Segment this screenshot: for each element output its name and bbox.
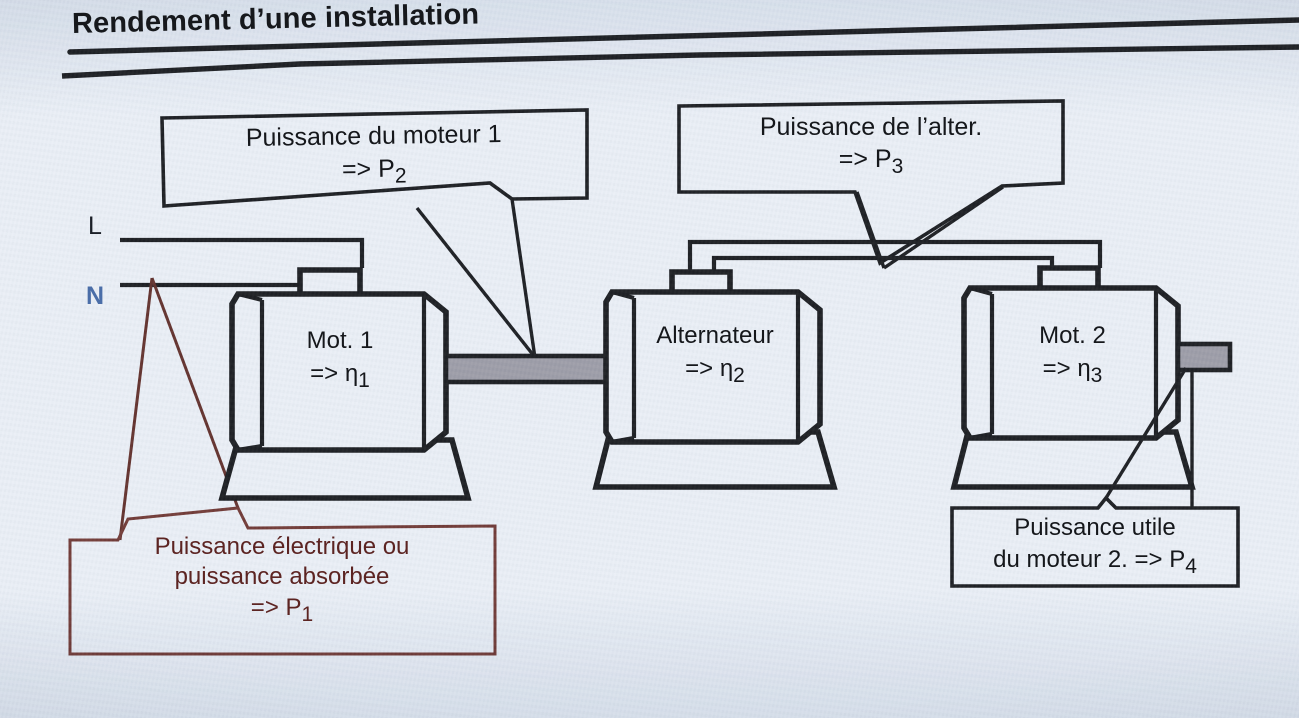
callout-absorbed-power-subscript: 1 — [301, 602, 314, 626]
machine-label-motor-2: Mot. 2 => η3 — [985, 322, 1160, 388]
callout-motor1-power-prefix: => P — [341, 154, 395, 184]
callout-absorbed-power-line2: puissance absorbée — [174, 562, 390, 590]
motor-1-name: Mot. 1 — [306, 327, 374, 354]
machine-motor-1 — [218, 267, 472, 501]
motor-2-eff-prefix: => η — [1042, 354, 1091, 382]
machine-label-alternator: Alternateur => η2 — [620, 322, 810, 388]
callout-motor1-power-text: Puissance du moteur 1 => P2 — [167, 119, 580, 193]
callout-motor1-power-shape — [160, 108, 589, 359]
motor-1-efficiency: => η1 — [250, 360, 430, 393]
alternator-eff-subscript: 2 — [733, 363, 745, 387]
callout-absorbed-power-shape — [68, 506, 497, 656]
callout-alternator-power-line1: Puissance de l’alter. — [759, 113, 983, 141]
callout-absorbed-power-line3: => P1 — [78, 594, 486, 627]
callout-absorbed-power-line1: Puissance électrique ou — [154, 533, 410, 560]
callout-absorbed-power-prefix: => P — [250, 593, 302, 621]
callout-absorbed-power-text: Puissance électrique ou puissance absorb… — [78, 533, 486, 627]
absorbed-power-leaders — [118, 277, 240, 541]
alternator-efficiency: => η2 — [620, 355, 810, 388]
machine-alternator — [592, 269, 838, 490]
machine-motor-2 — [950, 265, 1233, 490]
callout-useful-power-prefix: du moteur 2. => P — [993, 545, 1186, 573]
callout-motor1-power-subscript: 2 — [394, 164, 407, 188]
callout-alternator-power-text: Puissance de l’alter. => P3 — [684, 113, 1058, 179]
callout-useful-power-text: Puissance utile du moteur 2. => P4 — [956, 514, 1234, 579]
shaft-motor1-alternator — [443, 353, 609, 385]
terminal-label-line: L — [88, 212, 102, 240]
callout-motor1-power-line2: => P2 — [168, 152, 580, 193]
motor-2-eff-subscript: 3 — [1090, 363, 1103, 387]
callout-useful-power-line1: Puissance utile — [1014, 514, 1176, 541]
callout-useful-power-shape — [950, 495, 1240, 588]
callout-alternator-power-subscript: 3 — [891, 155, 904, 178]
motor-1-eff-subscript: 1 — [358, 368, 370, 392]
callout-useful-power-line2: du moteur 2. => P4 — [956, 546, 1234, 579]
wires-alternator-motor2 — [687, 239, 1103, 272]
motor-2-efficiency: => η3 — [985, 355, 1160, 388]
motor-1-eff-prefix: => η — [310, 359, 359, 387]
machine-label-motor-1: Mot. 1 => η1 — [250, 327, 430, 393]
callout-motor1-power-line1: Puissance du moteur 1 — [245, 119, 502, 153]
callout-alternator-power-prefix: => P — [838, 145, 892, 173]
terminal-label-neutral: N — [86, 282, 105, 310]
title-rules — [61, 17, 1299, 79]
alternator-name: Alternateur — [656, 322, 774, 349]
callout-alternator-power-shape — [677, 99, 1065, 270]
motor-2-name: Mot. 2 — [1039, 322, 1106, 349]
alternator-eff-prefix: => η — [685, 354, 734, 382]
callout-alternator-power-line2: => P3 — [684, 145, 1058, 179]
callout-useful-power-subscript: 4 — [1185, 554, 1197, 578]
useful-power-leaders — [1104, 367, 1194, 508]
